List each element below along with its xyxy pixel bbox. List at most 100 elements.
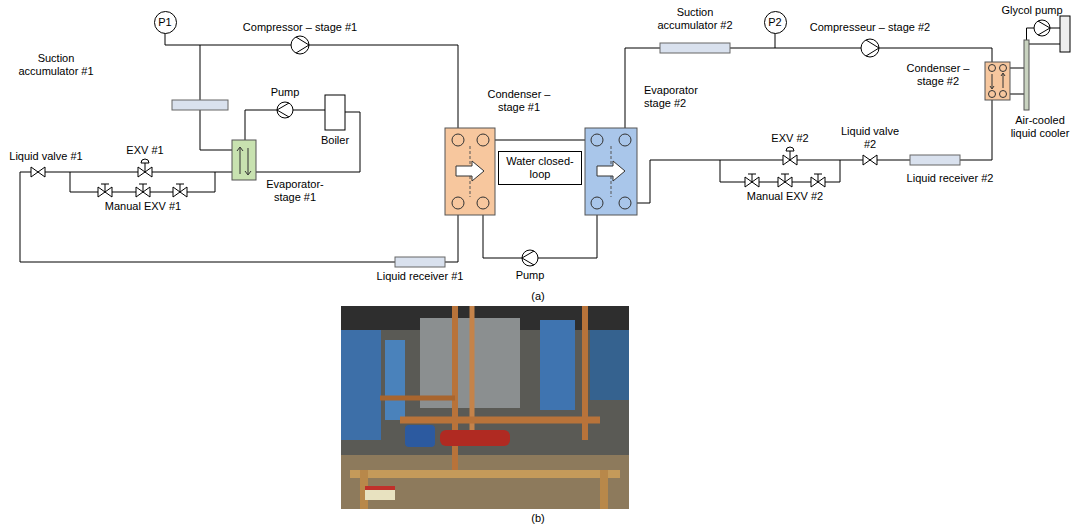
label-holder: Condenser – stage #2 [902, 62, 974, 88]
pipe-lines [165, 33, 166, 45]
lab-photo [440, 430, 510, 446]
label-holder: Suction accumulator #2 [651, 6, 739, 32]
node-text: Water closed-loop [503, 155, 577, 181]
glycol-manifold [1024, 40, 1029, 110]
condenser-stage-1 [452, 197, 464, 209]
label-holder: Manual EXV #1 [98, 200, 188, 213]
liquid-receiver [395, 257, 445, 267]
lab-photo [365, 486, 395, 500]
part-label: EXV #2 [765, 132, 815, 145]
label-holder: Air-cooled liquid cooler [1005, 114, 1075, 140]
label-holder: Evaporator stage #2 [644, 84, 710, 110]
pipe-lines [775, 33, 776, 48]
evaporator-stage-2 [585, 128, 637, 215]
pipe-lines [625, 48, 992, 134]
label-holder: Glycol pump [992, 4, 1072, 17]
valve-symbol [136, 184, 150, 197]
evaporator-stage-2 [619, 134, 631, 146]
label-holder: Condenser – stage #1 [483, 88, 555, 114]
panel-label: (b) [523, 512, 553, 525]
lab-photo [341, 306, 629, 509]
pipe-lines [445, 209, 458, 262]
label-holder: Compressor – stage #1 [225, 21, 375, 34]
part-label: Boiler [310, 134, 360, 147]
evaporator-stage-2 [591, 197, 603, 209]
part-label: Compressor – stage #1 [225, 21, 375, 34]
evaporator-stage-2 [597, 161, 625, 181]
pipe-lines [960, 98, 992, 161]
pipe-lines [483, 209, 597, 258]
condenser-stage-2 [1000, 65, 1007, 72]
label-holder: Manual EXV #2 [740, 190, 830, 203]
pump-symbol [277, 20, 1050, 266]
valve-symbol [173, 184, 187, 197]
pump-symbol [277, 102, 293, 118]
part-label: Air-cooled liquid cooler [1005, 114, 1075, 140]
condenser-stage-2 [985, 62, 1010, 100]
label-holder: EXV #2 [765, 132, 815, 145]
lab-photo [350, 470, 620, 478]
suction-accumulator [172, 100, 228, 110]
pipe-lines [20, 28, 1060, 262]
evaporator-stage-2 [585, 128, 637, 215]
condenser-stage-2 [990, 73, 1005, 89]
liquid-cooler [1060, 16, 1070, 52]
part-label: Manual EXV #2 [740, 190, 830, 203]
lab-photo [380, 396, 455, 401]
label-holder: EXV #1 [120, 144, 170, 157]
part-label: Condenser – stage #1 [483, 88, 555, 114]
pump-symbol [522, 250, 538, 266]
compressor-symbol [291, 36, 309, 54]
label-holder: Pump [265, 86, 305, 99]
evaporator-stage-2 [591, 134, 603, 146]
label-holder: Boiler [310, 134, 360, 147]
part-label: Manual EXV #1 [98, 200, 188, 213]
condenser-stage-1 [477, 197, 489, 209]
label-holder: Liquid valve #1 [1, 150, 91, 163]
pressure-sensor: P1 [154, 11, 177, 34]
part-label: Liquid valve #2 [838, 125, 902, 151]
panel-label: (a) [523, 290, 553, 303]
evaporator-stage-1 [232, 140, 256, 180]
condenser-stage-1 [477, 134, 489, 146]
part-label: Evaporator stage #2 [644, 84, 710, 110]
valve-symbol [811, 174, 825, 187]
label-holder: Pump [510, 269, 550, 282]
part-label: Compresseur – stage #2 [795, 21, 945, 34]
valve-symbol [138, 159, 152, 177]
part-label: Liquid receiver #2 [895, 172, 1005, 185]
lab-photo [385, 340, 405, 420]
compressor-symbol [861, 39, 879, 57]
part-label: Liquid valve #1 [1, 150, 91, 163]
label-holder: Suction accumulator #1 [12, 52, 100, 78]
condenser-stage-2 [985, 62, 1010, 100]
lab-photo [341, 330, 381, 440]
label-holder: Evaporator-stage #1 [262, 178, 328, 204]
pump-symbol [1034, 20, 1050, 36]
boiler [325, 95, 345, 130]
loop-box: Water closed-loop [498, 151, 582, 185]
condenser-stage-2 [1000, 91, 1007, 98]
part-label: Pump [510, 269, 550, 282]
liquid-receiver [910, 155, 960, 165]
pipe-lines [20, 172, 395, 262]
suction-accumulator [172, 43, 730, 110]
part-label: Glycol pump [992, 4, 1072, 17]
lab-photo [405, 425, 435, 447]
lab-photo [365, 486, 395, 490]
condenser-stage-2 [989, 91, 996, 98]
pressure-sensor: P2 [764, 11, 787, 34]
evaporator-stage-1 [237, 147, 251, 175]
label-holder: Liquid valve #2 [838, 125, 902, 151]
condenser-stage-2 [989, 65, 996, 72]
part-label: Evaporator-stage #1 [262, 178, 328, 204]
lab-photo [400, 417, 600, 424]
part-label: Liquid receiver #1 [365, 270, 475, 283]
condenser-stage-1 [452, 134, 464, 146]
boiler [325, 95, 345, 130]
label-holder: Compresseur – stage #2 [795, 21, 945, 34]
node-text: P2 [768, 16, 781, 29]
compressor-symbol [291, 36, 879, 57]
